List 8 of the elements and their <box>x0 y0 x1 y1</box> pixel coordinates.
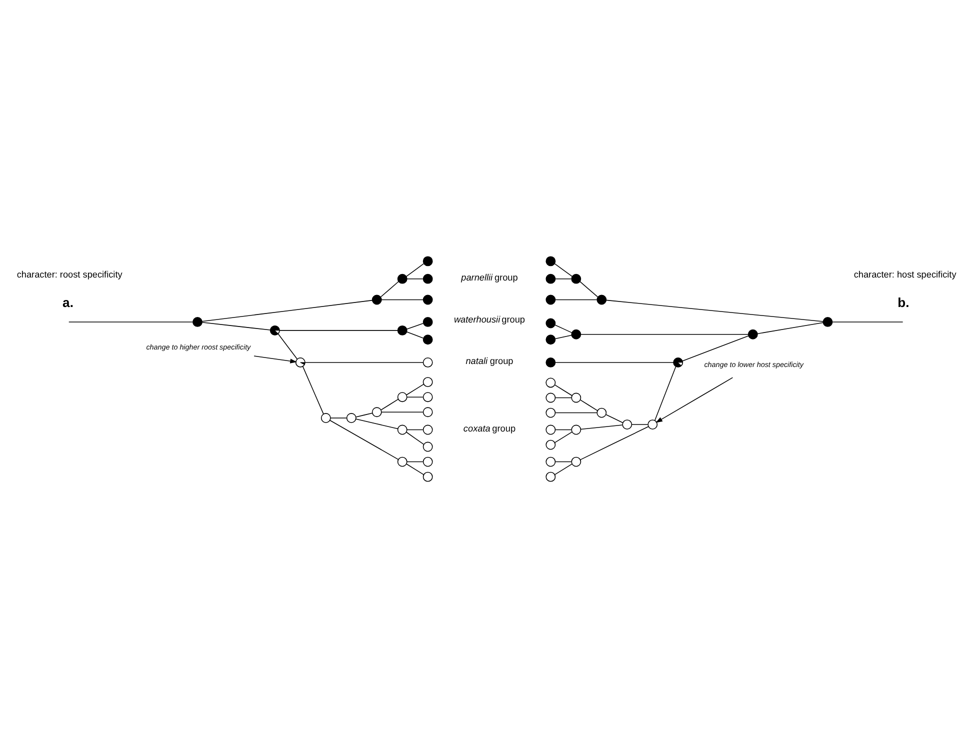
label: character: host specificity <box>854 269 956 280</box>
label: a. <box>62 294 74 310</box>
label: coxata group <box>463 424 516 434</box>
label: natali group <box>466 356 514 366</box>
label: parnellii group <box>461 272 518 283</box>
label: waterhousii group <box>454 314 526 324</box>
label: b. <box>898 294 910 310</box>
label: character: roost specificity <box>16 269 122 280</box>
